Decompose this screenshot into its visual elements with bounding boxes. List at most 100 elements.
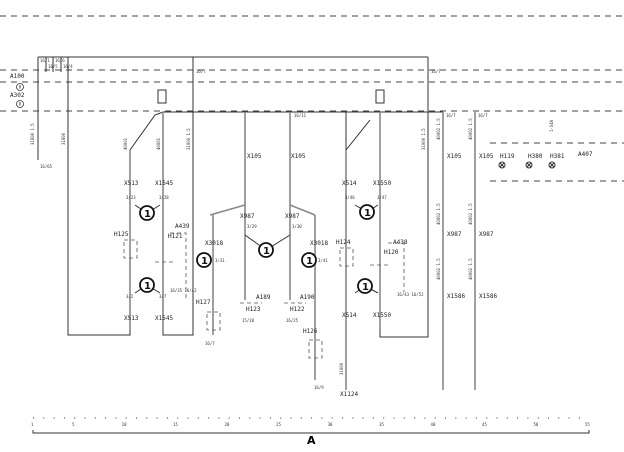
ruler-bracket bbox=[32, 430, 590, 434]
svg-text:A439: A439 bbox=[175, 223, 190, 230]
connector-labels: X513 X1545 X513 X1545 X105 X105 X987 X98… bbox=[124, 153, 497, 398]
svg-text:X1586: X1586 bbox=[447, 293, 465, 300]
svg-text:H125: H125 bbox=[114, 231, 129, 238]
ruler-label: 15 bbox=[173, 422, 178, 427]
ref: 16/7 bbox=[431, 69, 441, 74]
svg-text:X1586: X1586 bbox=[479, 293, 497, 300]
svg-text:A189: A189 bbox=[256, 294, 271, 301]
svg-text:1: 1 bbox=[263, 246, 270, 257]
wire-label: 40002 1.5 bbox=[468, 258, 473, 280]
ruler-label: 20 bbox=[225, 422, 230, 427]
svg-text:H381: H381 bbox=[550, 153, 565, 160]
svg-text:H124: H124 bbox=[336, 239, 351, 246]
device-labels: H125 H121 A439 H127 H123 A189 H122 A190 … bbox=[114, 151, 593, 335]
ref: 1-S4A bbox=[549, 119, 554, 132]
svg-text:3/46: 3/46 bbox=[345, 195, 355, 200]
svg-text:H122: H122 bbox=[290, 306, 305, 313]
ruler-label: 10 bbox=[122, 422, 127, 427]
ruler-title: A bbox=[307, 434, 316, 447]
svg-text:X105: X105 bbox=[447, 153, 462, 160]
ref-circle bbox=[16, 100, 24, 108]
ref: 16/7 bbox=[446, 113, 456, 118]
wire-label: 31800 bbox=[61, 132, 66, 145]
svg-text:A438: A438 bbox=[393, 239, 408, 246]
svg-text:3/41: 3/41 bbox=[318, 258, 328, 263]
ref: 16/5 bbox=[48, 64, 58, 69]
wire-label: 31000 1.5 bbox=[421, 128, 426, 150]
svg-text:H120: H120 bbox=[384, 249, 399, 256]
svg-text:X987: X987 bbox=[479, 231, 494, 238]
svg-text:X105: X105 bbox=[247, 153, 262, 160]
svg-text:3/31: 3/31 bbox=[215, 258, 225, 263]
svg-text:A407: A407 bbox=[578, 151, 593, 158]
svg-text:X1545: X1545 bbox=[155, 180, 173, 187]
wire-label: 31000 1.5 bbox=[186, 128, 191, 150]
ref: 16/11 bbox=[294, 113, 307, 118]
wire-label: 40001 bbox=[123, 137, 128, 150]
wire-label: 31000 bbox=[339, 362, 344, 375]
ruler-label: 5 bbox=[72, 422, 75, 427]
ruler-label: 35 bbox=[379, 422, 384, 427]
svg-text:X513: X513 bbox=[124, 180, 139, 187]
svg-text:1: 1 bbox=[306, 256, 313, 267]
callout-markers: 1 1 1 1 1 1 1 bbox=[134, 204, 379, 294]
svg-text:3/47: 3/47 bbox=[377, 195, 387, 200]
wire-label: 40002 1.5 bbox=[436, 258, 441, 280]
svg-text:1: 1 bbox=[364, 208, 371, 219]
svg-text:X514: X514 bbox=[342, 312, 357, 319]
svg-text:H119: H119 bbox=[500, 153, 515, 160]
ref: 16/35 16/42 bbox=[170, 288, 197, 293]
ruler-label: 40 bbox=[431, 422, 436, 427]
svg-text:H126: H126 bbox=[303, 328, 318, 335]
wire-label: 40002 1.5 bbox=[468, 118, 473, 140]
ref-circle-label: 0 bbox=[19, 102, 22, 107]
ruler-label: 45 bbox=[482, 422, 487, 427]
ref: 16/7 bbox=[196, 69, 206, 74]
wire-label: 40002 1.5 bbox=[468, 203, 473, 225]
ref: 16/4 bbox=[63, 64, 73, 69]
svg-text:1: 1 bbox=[144, 209, 151, 220]
svg-text:H121: H121 bbox=[168, 233, 183, 240]
row-label-a302: A302 bbox=[10, 92, 25, 99]
ref: 16/9 bbox=[314, 385, 324, 390]
wire-label: 40002 1.5 bbox=[436, 203, 441, 225]
svg-text:X514: X514 bbox=[342, 180, 357, 187]
fuse-symbol bbox=[123, 232, 405, 359]
ref: 15/20 bbox=[242, 318, 255, 323]
svg-text:X513: X513 bbox=[124, 315, 139, 322]
ref-circle bbox=[16, 83, 24, 91]
wire bbox=[209, 204, 316, 380]
svg-text:H380: H380 bbox=[528, 153, 543, 160]
relay-coil bbox=[157, 89, 167, 104]
svg-text:3/2: 3/2 bbox=[126, 294, 134, 299]
svg-text:H123: H123 bbox=[246, 306, 261, 313]
ruler-label: 25 bbox=[276, 422, 281, 427]
ruler-label: 1 bbox=[31, 422, 34, 427]
pin-labels: 3/23 3/28 3/29 3/30 3/31 3/41 3/46 3/47 … bbox=[126, 195, 387, 299]
ref: 16/7 bbox=[478, 113, 488, 118]
ref-circle-label: 0 bbox=[19, 85, 22, 90]
wire bbox=[37, 57, 164, 336]
svg-text:3/29: 3/29 bbox=[247, 224, 257, 229]
relay-coil bbox=[375, 89, 385, 104]
svg-text:X987: X987 bbox=[285, 213, 300, 220]
svg-text:A190: A190 bbox=[300, 294, 315, 301]
svg-text:X1550: X1550 bbox=[373, 312, 391, 319]
svg-text:X1124: X1124 bbox=[340, 391, 358, 398]
ruler-label: 55 bbox=[585, 422, 590, 427]
ref: 16/25 bbox=[286, 318, 299, 323]
ref: 16/43 16/52 bbox=[397, 292, 424, 297]
wire-label: 40001 bbox=[156, 137, 161, 150]
svg-text:X987: X987 bbox=[240, 213, 255, 220]
svg-text:1: 1 bbox=[201, 256, 208, 267]
ref: 16/7 bbox=[205, 341, 215, 346]
svg-text:1: 1 bbox=[144, 281, 151, 292]
svg-text:X3018: X3018 bbox=[205, 240, 223, 247]
ref: 16/1 bbox=[40, 58, 50, 63]
svg-text:X1550: X1550 bbox=[373, 180, 391, 187]
ref: 16/65 bbox=[40, 164, 53, 169]
svg-text:X3018: X3018 bbox=[310, 240, 328, 247]
row-label-a100: A100 bbox=[10, 73, 25, 80]
